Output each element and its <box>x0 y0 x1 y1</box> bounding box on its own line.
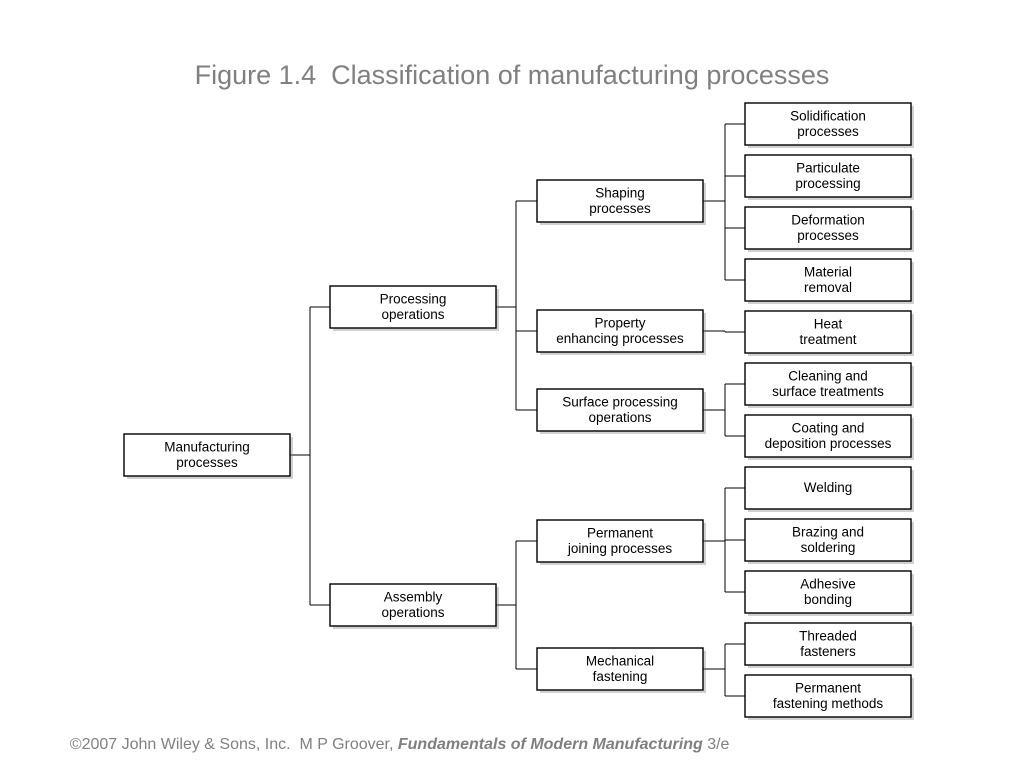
node-box-cleaning[interactable] <box>744 362 912 406</box>
footer-edition: 3/e <box>702 736 730 753</box>
footer-copyright: ©2007 John Wiley & Sons, Inc. M P Groove… <box>69 736 398 753</box>
connector-layer <box>290 123 745 697</box>
node-box-material-removal[interactable] <box>744 258 912 302</box>
node-box-shaping[interactable] <box>536 179 704 223</box>
node-box-particulate[interactable] <box>744 154 912 198</box>
node-box-solidification[interactable] <box>744 102 912 146</box>
node-box-assembly[interactable] <box>329 583 497 627</box>
node-box-processing[interactable] <box>329 285 497 329</box>
node-welding[interactable]: Welding <box>744 466 914 512</box>
node-box-deformation[interactable] <box>744 206 912 250</box>
node-box-threaded[interactable] <box>744 622 912 666</box>
node-box-brazing[interactable] <box>744 518 912 562</box>
node-box-permanent-fastening[interactable] <box>744 674 912 718</box>
footer-credit: ©2007 John Wiley & Sons, Inc. M P Groove… <box>52 718 992 772</box>
node-box-mechanical-fastening[interactable] <box>536 647 704 691</box>
node-box-property[interactable] <box>536 309 704 353</box>
node-box-heat-treatment[interactable] <box>744 310 912 354</box>
node-box-coating[interactable] <box>744 414 912 458</box>
node-box-welding[interactable] <box>744 466 912 510</box>
node-box-surface[interactable] <box>536 388 704 432</box>
node-label-welding: Welding <box>804 480 853 495</box>
footer-book-title: Fundamentals of Modern Manufacturing <box>397 736 703 753</box>
node-box-root[interactable] <box>123 433 291 477</box>
page-title: Figure 1.4 Classification of manufacturi… <box>194 60 830 90</box>
node-box-permanent-joining[interactable] <box>536 519 704 563</box>
node-box-adhesive[interactable] <box>744 570 912 614</box>
